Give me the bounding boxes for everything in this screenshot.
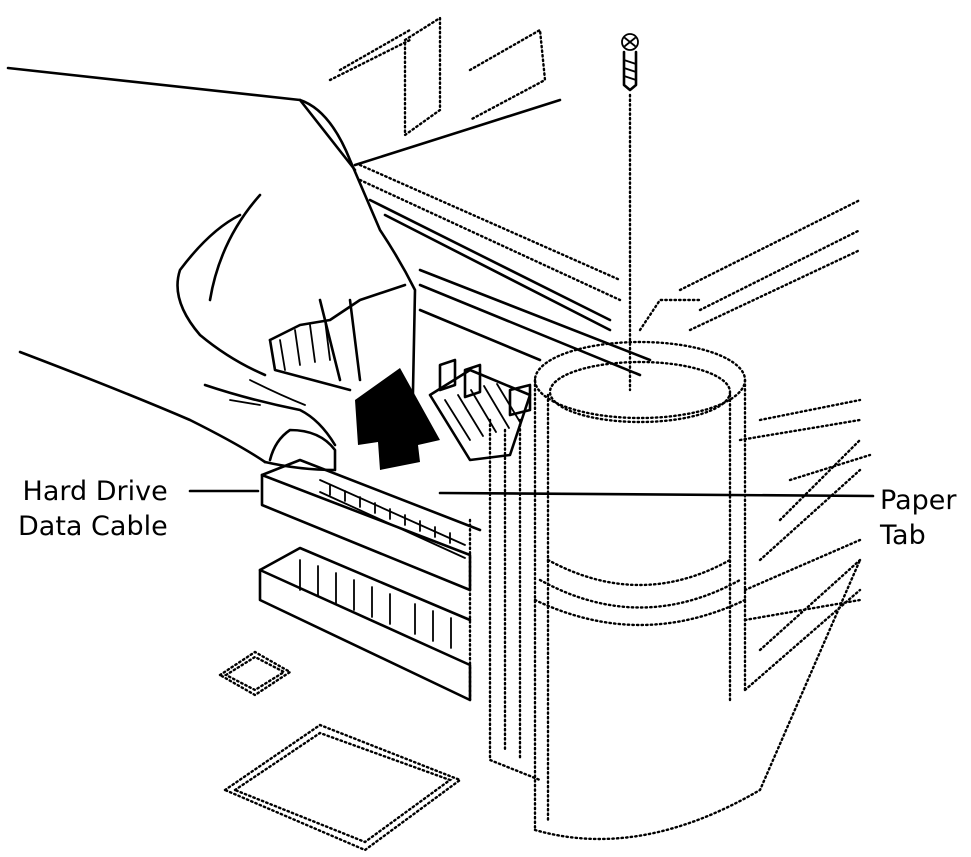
drive-bay-frame [328, 15, 862, 442]
paper-tab-label: Paper Tab [880, 483, 956, 553]
paper-tab-label-line-2: Tab [880, 520, 926, 551]
hard-drive-data-cable-label: Hard Drive Data Cable [18, 474, 168, 544]
paper-tab-label-line-1: Paper [880, 485, 957, 516]
ribbon-cable [428, 358, 532, 462]
screw-icon [621, 33, 639, 392]
chip-small [217, 650, 293, 697]
hard-drive-data-cable-connector [260, 458, 482, 592]
second-connector [258, 546, 472, 702]
hard-drive-label-line-2: Data Cable [18, 511, 168, 542]
paper-tab-leader-line [438, 491, 875, 498]
up-arrow-icon [355, 368, 440, 470]
chip-large [222, 723, 463, 852]
hard-drive-label-line-1: Hard Drive [22, 476, 168, 507]
cylinder-support [468, 340, 872, 841]
hand-icon [6, 66, 417, 442]
hand-icon [18, 350, 337, 472]
